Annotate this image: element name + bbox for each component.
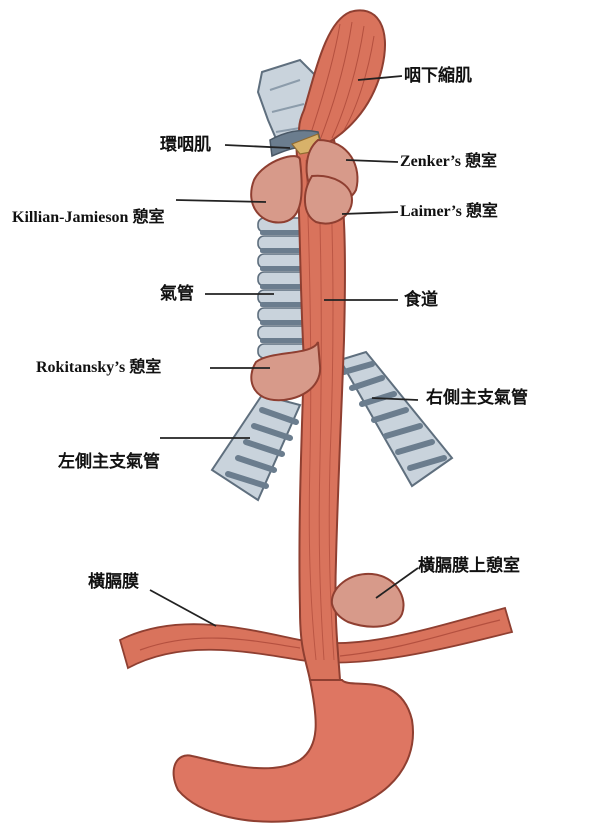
label-trachea: 氣管 [160,284,194,304]
label-laimer-diverticulum: Laimer’s 憩室 [400,202,498,222]
label-inferior-pharyngeal-constrictor: 咽下縮肌 [404,66,472,86]
left-main-bronchus [212,395,300,500]
label-esophagus: 食道 [404,290,438,310]
label-rokitansky-diverticulum: Rokitansky’s 憩室 [36,358,161,378]
epiphrenic-diverticulum [332,574,404,627]
label-cricopharyngeus: 環咽肌 [160,135,211,155]
right-main-bronchus [340,352,452,486]
label-killian-jamieson-diverticulum: Killian-Jamieson 憩室 [12,208,164,228]
label-diaphragm: 橫膈膜 [88,572,139,592]
label-left-main-bronchus: 左側主支氣管 [58,452,160,472]
label-zenker-diverticulum: Zenker’s 憩室 [400,152,497,172]
label-epiphrenic-diverticulum: 橫膈膜上憩室 [418,556,520,576]
stomach [174,680,413,822]
label-right-main-bronchus: 右側主支氣管 [426,388,528,408]
killian-jamieson-diverticulum [251,156,302,222]
